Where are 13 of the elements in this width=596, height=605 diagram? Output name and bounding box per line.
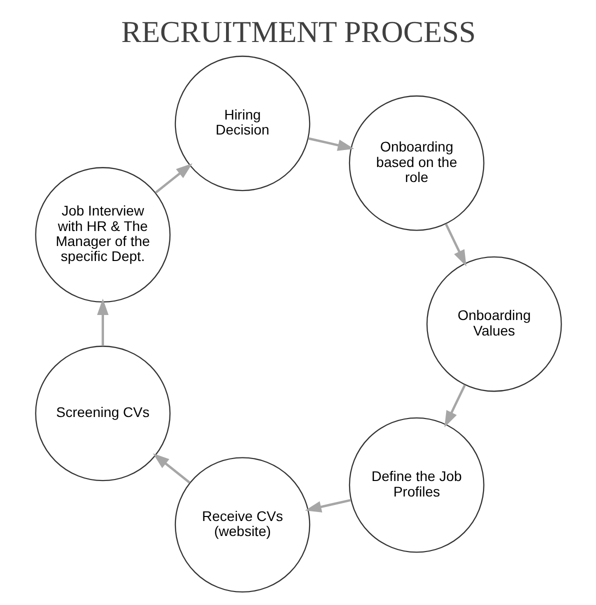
node-circle: Onboarding Values xyxy=(426,256,562,392)
arrow xyxy=(444,384,466,428)
arrow xyxy=(444,224,466,266)
node-circle: Onboarding based on the role xyxy=(348,95,484,231)
node-circle: Define the Job Profiles xyxy=(348,417,484,553)
arrow xyxy=(308,137,354,151)
node-circle: Job Interview with HR & The Manager of the specific Dept. xyxy=(34,167,170,303)
arrow xyxy=(154,163,192,194)
arrow xyxy=(96,298,108,346)
diagram-title: RECRUITMENT PROCESS xyxy=(120,14,476,49)
arrow xyxy=(304,498,351,512)
arrow xyxy=(152,453,190,484)
node-circle: Receive CVs (website) xyxy=(174,457,310,593)
